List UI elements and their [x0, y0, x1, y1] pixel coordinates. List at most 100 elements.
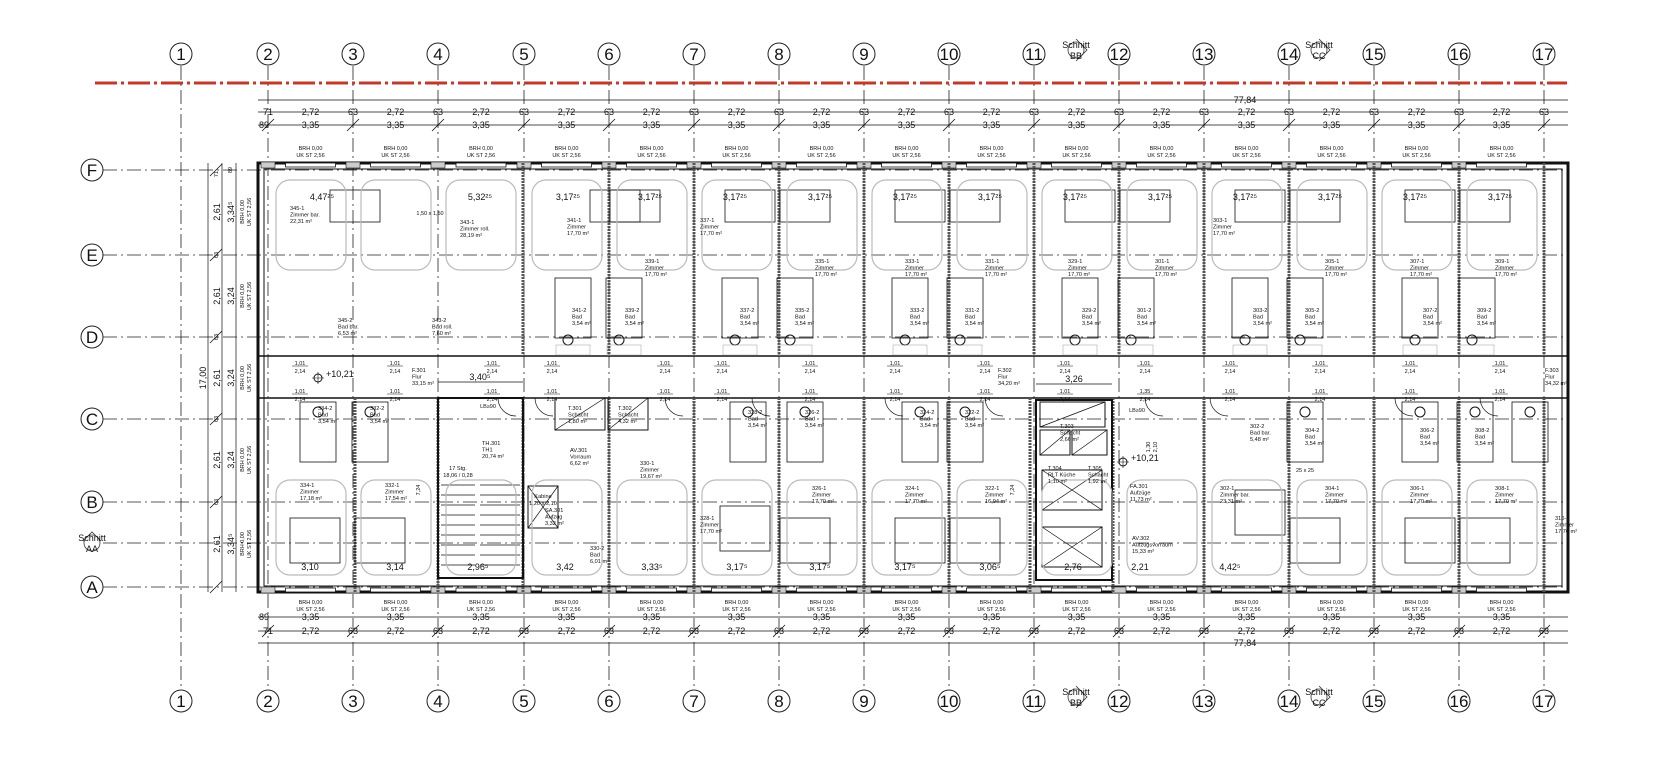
- edge-dim: 89: [259, 612, 269, 622]
- room-id: 335-2: [795, 308, 809, 314]
- window-brh: BRH 0,00: [555, 146, 579, 152]
- room-name: Bad: [1475, 435, 1485, 441]
- room-name: Bad: [1137, 315, 1147, 321]
- window-ukst: UK ST 2,56: [1147, 607, 1175, 613]
- pier-dim: 63: [519, 107, 529, 117]
- room-name: TH1: [482, 448, 493, 454]
- opening-dim: 2,72: [472, 626, 490, 636]
- bed: [724, 189, 776, 223]
- pier-dim: 63: [1454, 626, 1464, 636]
- room-id: 339-1: [645, 259, 659, 265]
- window-brh: BRH 0,00: [810, 146, 834, 152]
- door-height-label: 2,14: [1315, 369, 1326, 375]
- door-width-label: 1,01: [805, 389, 816, 395]
- opening-dim: 2,72: [387, 107, 405, 117]
- door-width-label: 1,01: [390, 389, 401, 395]
- circulation-outline: [275, 179, 347, 271]
- toilet-icon: [364, 406, 376, 418]
- room-area: 1,10 m²: [1048, 479, 1067, 485]
- window-brh: BRH 0,00: [1065, 146, 1089, 152]
- door-width-label: 1,01: [1140, 361, 1151, 367]
- pier-dim: 63: [1284, 626, 1294, 636]
- room-area: 6,62 m²: [570, 461, 589, 467]
- door-swing: [751, 397, 771, 417]
- window-ukst: UK ST 2,56: [1062, 153, 1090, 159]
- window-brh: BRH 0,00: [240, 532, 246, 556]
- bed: [589, 189, 641, 223]
- door-swing: [984, 397, 1004, 417]
- window: [1391, 162, 1442, 168]
- grid-bubble-column: [767, 689, 791, 713]
- grid-bubble-row: [80, 407, 104, 431]
- room-area: 3,54 m²: [1420, 441, 1439, 447]
- room-name: Bad: [1305, 435, 1315, 441]
- window: [455, 162, 507, 168]
- window-ukst: UK ST 2,56: [722, 607, 750, 613]
- window-ukst: UK ST 2,56: [247, 530, 253, 558]
- door-wide-width: 1,35: [1140, 389, 1151, 395]
- grid-label-column: 2: [263, 45, 272, 64]
- grid-label-column: 7: [689, 692, 698, 711]
- lift-cabin-size: 1,20 x 2,10: [529, 501, 557, 507]
- opening-dim: 2,72: [1408, 107, 1426, 117]
- grid-bubble-column: [852, 689, 876, 713]
- grid-bubble-column: [512, 689, 536, 713]
- window-ukst: UK ST 2,56: [637, 153, 665, 159]
- room-id: AV.301: [570, 448, 587, 454]
- room-area: 3,54 m²: [572, 321, 591, 327]
- grid-label-column: 17: [1535, 45, 1554, 64]
- room-id: 302-2: [1250, 424, 1264, 430]
- circulation-outline: [531, 479, 603, 576]
- grid-bubble-column: [169, 42, 193, 66]
- room-area: 17,70 m²: [700, 529, 722, 535]
- window-ukst: UK ST 2,56: [247, 198, 253, 226]
- room-id: 303-2: [1253, 308, 1267, 314]
- dimension-tick: [346, 118, 360, 132]
- bed: [329, 189, 381, 223]
- shaft: [1039, 429, 1071, 456]
- window: [626, 162, 677, 168]
- grid-label-column: 9: [859, 45, 868, 64]
- pier-dim: 63: [1029, 626, 1039, 636]
- grid-bubble-column: [682, 689, 706, 713]
- bay-dim: 3,35: [1493, 120, 1511, 130]
- shaft-diagonal: [1039, 401, 1106, 428]
- window-brh: BRH 0,00: [1405, 146, 1429, 152]
- room-name: Zimmer: [700, 523, 719, 529]
- clear-width-dim: 2,76: [1064, 562, 1082, 572]
- total-length-top: 77,84: [1234, 95, 1257, 105]
- room-area: 17,70 m²: [645, 272, 667, 278]
- clear-width-dim: 3,17²⁵: [723, 192, 748, 202]
- section-marker-id: CC: [1313, 698, 1326, 708]
- grid-bubble-row: [80, 243, 104, 267]
- pier-dim: 63: [689, 626, 699, 636]
- lift-cross: [527, 485, 559, 529]
- section-marker-icon: [1067, 41, 1085, 59]
- window: [1051, 162, 1102, 168]
- furniture-layer: [275, 179, 1549, 576]
- bed: [1404, 189, 1456, 223]
- bed: [894, 189, 946, 223]
- door-swing: [1144, 397, 1164, 417]
- door-height-label: 2,14: [295, 397, 306, 403]
- room-area: 17,70 m²: [700, 231, 722, 237]
- dimension-tick: [209, 412, 223, 426]
- toilet-icon: [959, 406, 971, 418]
- opening-dim: 2,72: [1238, 626, 1256, 636]
- clear-width-dim: 3,17²⁵: [556, 192, 581, 202]
- circulation-outline: [1041, 479, 1113, 576]
- room-id: 304-1: [1325, 486, 1339, 492]
- bed: [719, 505, 771, 552]
- pier-dim: 63: [214, 499, 220, 505]
- room-id: 339-2: [625, 308, 639, 314]
- grid-label-column: 1: [176, 692, 185, 711]
- window-ukst: UK ST 2,56: [892, 153, 920, 159]
- opening-dim: 2,72: [558, 626, 576, 636]
